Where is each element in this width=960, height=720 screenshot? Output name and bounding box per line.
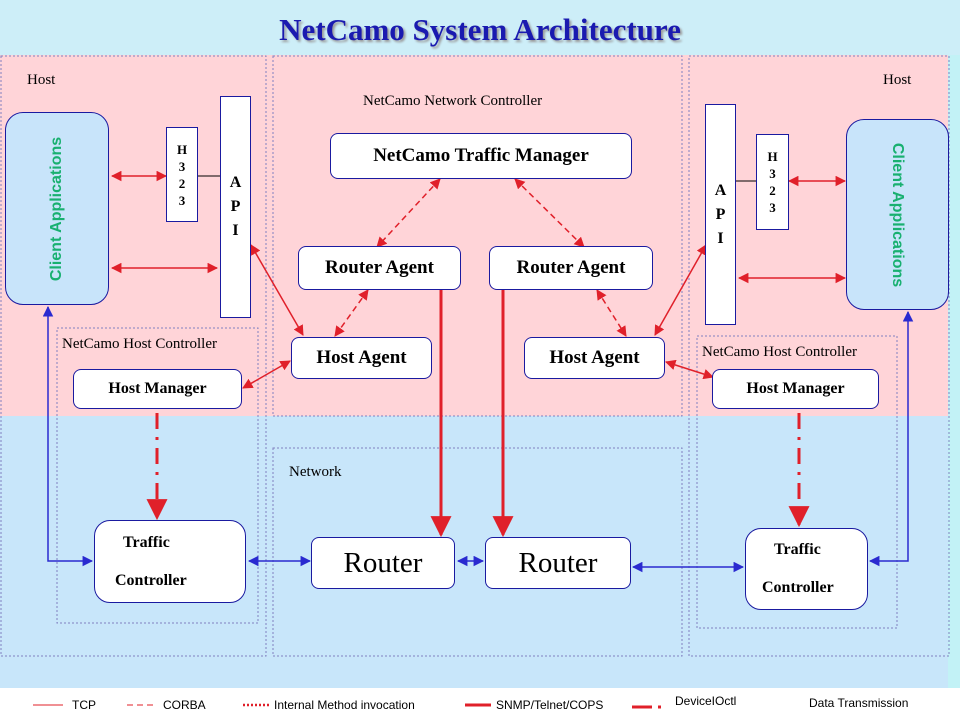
traffic-controller-left: Traffic Controller <box>94 520 246 603</box>
label-host-controller-left: NetCamo Host Controller <box>62 336 217 352</box>
host-agent-right: Host Agent <box>524 337 665 379</box>
h323-right-char-4: 3 <box>769 200 776 215</box>
api-right-char-3: I <box>717 229 724 247</box>
link-hostmanager-hostagent-left <box>242 360 291 389</box>
router-agent-left: Router Agent <box>298 246 461 290</box>
link-data-client-tc-right <box>868 310 914 567</box>
h323-left: H 3 2 3 <box>166 127 198 222</box>
traffic-manager: NetCamo Traffic Manager <box>330 133 632 179</box>
client-applications-right: Client Applications <box>846 119 949 310</box>
h323-right-char-1: H <box>767 149 778 164</box>
region-host-left <box>0 55 267 657</box>
api-left-char-1: A <box>229 174 242 191</box>
router-left: Router <box>311 537 455 589</box>
right-strip <box>948 55 960 688</box>
h323-left-char-4: 3 <box>178 192 186 208</box>
diagram-title: NetCamo System Architecture <box>279 12 681 47</box>
label-host-left: Host <box>27 72 56 88</box>
api-left-char-2: P <box>230 198 241 215</box>
client-applications-right-label: Client Applications <box>889 142 907 287</box>
h323-right: H 3 2 3 <box>756 134 789 230</box>
link-api-hostagent-right <box>654 244 707 336</box>
api-right-char-1: A <box>714 181 727 199</box>
h323-right-char-3: 2 <box>769 183 776 198</box>
label-host-right: Host <box>883 72 912 88</box>
legend-ioctl: DeviceIOctl <box>675 694 737 708</box>
router-agent-right: Router Agent <box>489 246 653 290</box>
label-host-controller-right: NetCamo Host Controller <box>702 344 857 360</box>
traffic-controller-right-line1: Traffic <box>774 541 821 558</box>
api-left-char-3: I <box>232 222 239 239</box>
link-manager-routeragent-left <box>376 178 441 248</box>
h323-left-char-1: H <box>176 141 188 157</box>
top-strip <box>0 0 960 55</box>
client-applications-left-label: Client Applications <box>48 136 65 281</box>
traffic-controller-right: Traffic Controller <box>745 528 868 610</box>
link-api-hostagent-left <box>250 244 304 336</box>
client-applications-left: Client Applications <box>5 112 109 305</box>
legend-internal: Internal Method invocation <box>274 698 415 712</box>
traffic-controller-left-line2: Controller <box>115 571 187 589</box>
api-right-char-2: P <box>715 205 726 223</box>
region-network <box>272 447 683 657</box>
traffic-controller-left-line1: Traffic <box>123 533 170 551</box>
legend-data: Data Transmission <box>809 696 909 710</box>
link-hostagent-hostmanager-right <box>664 359 715 380</box>
link-manager-routeragent-right <box>514 178 585 248</box>
legend-tcp: TCP <box>72 698 96 712</box>
top-band <box>0 0 960 416</box>
host-manager-right: Host Manager <box>712 369 879 409</box>
api-left: A P I <box>220 96 251 318</box>
legend-snmp: SNMP/Telnet/COPS <box>496 698 604 712</box>
h323-right-char-2: 3 <box>769 166 776 181</box>
region-host-right <box>688 55 950 657</box>
label-network: Network <box>289 464 342 480</box>
label-network-controller: NetCamo Network Controller <box>363 93 543 109</box>
h323-left-char-3: 2 <box>178 175 186 191</box>
link-data-client-tc-left <box>42 305 94 567</box>
legend-corba: CORBA <box>163 698 206 712</box>
api-right: A P I <box>705 104 736 325</box>
host-agent-left: Host Agent <box>291 337 432 379</box>
host-manager-left: Host Manager <box>73 369 242 409</box>
router-right: Router <box>485 537 631 589</box>
h323-left-char-2: 3 <box>178 158 186 174</box>
link-routeragent-hostagent-right <box>596 289 627 337</box>
region-network-controller <box>272 55 683 417</box>
traffic-controller-right-line2: Controller <box>762 579 834 596</box>
